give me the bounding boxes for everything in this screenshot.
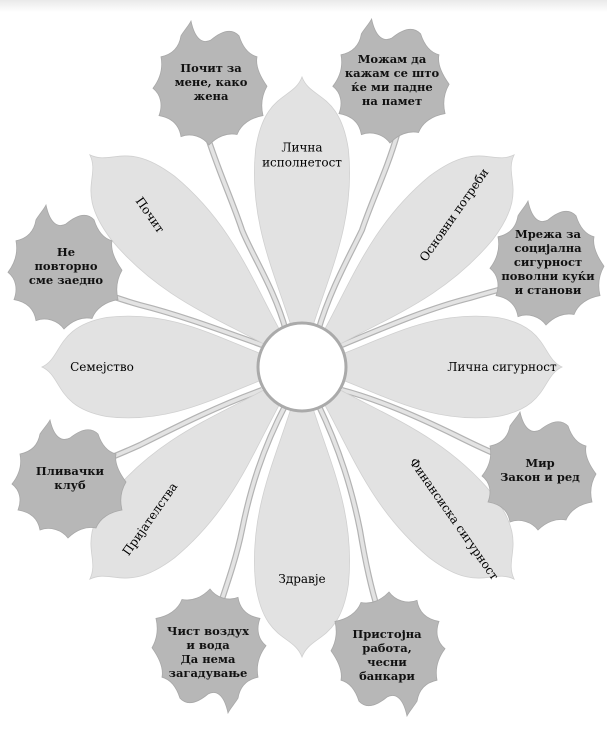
leaf-label-line: повторно xyxy=(34,259,97,273)
petal-shape xyxy=(254,366,350,659)
petal-label-line: Лична сигурност xyxy=(447,360,557,374)
petal-licna-sigurnost: Лична сигурност xyxy=(301,315,563,419)
leaf-label-line: Можам да xyxy=(358,52,427,66)
petal-label-line: Здравје xyxy=(278,572,325,586)
leaf-shape xyxy=(489,199,605,326)
petal-shape xyxy=(301,366,515,580)
petal-shape xyxy=(89,154,303,368)
leaf-label-line: Мир xyxy=(525,456,554,470)
petal-semejstvo: Семејство xyxy=(41,315,303,419)
leaf-label-line: Мрежа за xyxy=(515,227,581,241)
stem-inner xyxy=(341,388,506,460)
petal-shape xyxy=(301,154,515,368)
leaf-label-line: и вода xyxy=(186,638,230,652)
leaf-shape xyxy=(330,591,446,718)
leaf-label-line: Чист воздух xyxy=(167,624,249,638)
leaf-label-line: на памет xyxy=(362,94,422,108)
petal-label-line: Семејство xyxy=(70,360,134,374)
petal-label-line: Лична xyxy=(281,141,322,155)
leaf-shape xyxy=(481,410,597,531)
leaf-shape xyxy=(7,203,123,330)
petal-label: Семејство xyxy=(70,360,134,374)
petal-shape xyxy=(89,366,303,580)
stem-inner xyxy=(213,403,288,621)
leaf-label-line: ќе ми падне xyxy=(351,80,432,94)
leaf-label-line: сигурност xyxy=(514,255,582,269)
petal-pocit: Почит xyxy=(89,154,303,368)
leaf-label-line: работа, xyxy=(362,641,411,655)
leaf-shape xyxy=(332,17,450,144)
leaf-label-line: Пристојна xyxy=(352,627,422,641)
leaf-label-line: кажам се што xyxy=(345,66,440,80)
top-shadow-bar xyxy=(0,0,607,12)
leaf-label-line: Закон и ред xyxy=(500,470,580,484)
leaf-label-line: Почит за xyxy=(180,61,242,75)
leaf-label-line: банкари xyxy=(359,669,415,683)
leaf-label-line: Пливачки xyxy=(36,464,105,478)
petal-label-line: исполнетост xyxy=(262,156,342,170)
leaf-label-line: поволни куќи xyxy=(501,269,595,283)
leaf-label-line: жена xyxy=(194,89,229,103)
petal-osnovni-potrebi: Основни потреби xyxy=(301,154,515,368)
leaf-label-line: загадување xyxy=(169,666,248,680)
leaf-label-line: социјална xyxy=(514,241,582,255)
stem-inner xyxy=(205,134,288,332)
stem-inner xyxy=(316,403,380,611)
petal-shape xyxy=(41,315,303,419)
leaf-label-line: Да нема xyxy=(181,652,236,666)
leaf-label-line: мене, како xyxy=(175,75,248,89)
petal-zdravje: Здравје xyxy=(254,366,350,659)
petal-shape xyxy=(254,75,350,368)
petal-label: Лична сигурност xyxy=(447,360,557,374)
petal-shape xyxy=(301,315,563,419)
leaf-shape xyxy=(151,588,267,715)
leaf-label-line: Не xyxy=(57,245,75,259)
leaf-label-line: сме заедно xyxy=(29,273,104,287)
center-circle xyxy=(256,321,348,413)
leaf-label-line: чесни xyxy=(367,655,407,669)
leaf-shape xyxy=(152,19,268,146)
leaf-label-line: и станови xyxy=(515,283,582,297)
stem-inner xyxy=(316,134,399,332)
petal-label: Здравје xyxy=(278,572,325,586)
petal-prijatelstva: Пријателства xyxy=(89,366,303,580)
leaf-shape xyxy=(11,418,127,539)
leaf-label-line: клуб xyxy=(54,478,86,492)
